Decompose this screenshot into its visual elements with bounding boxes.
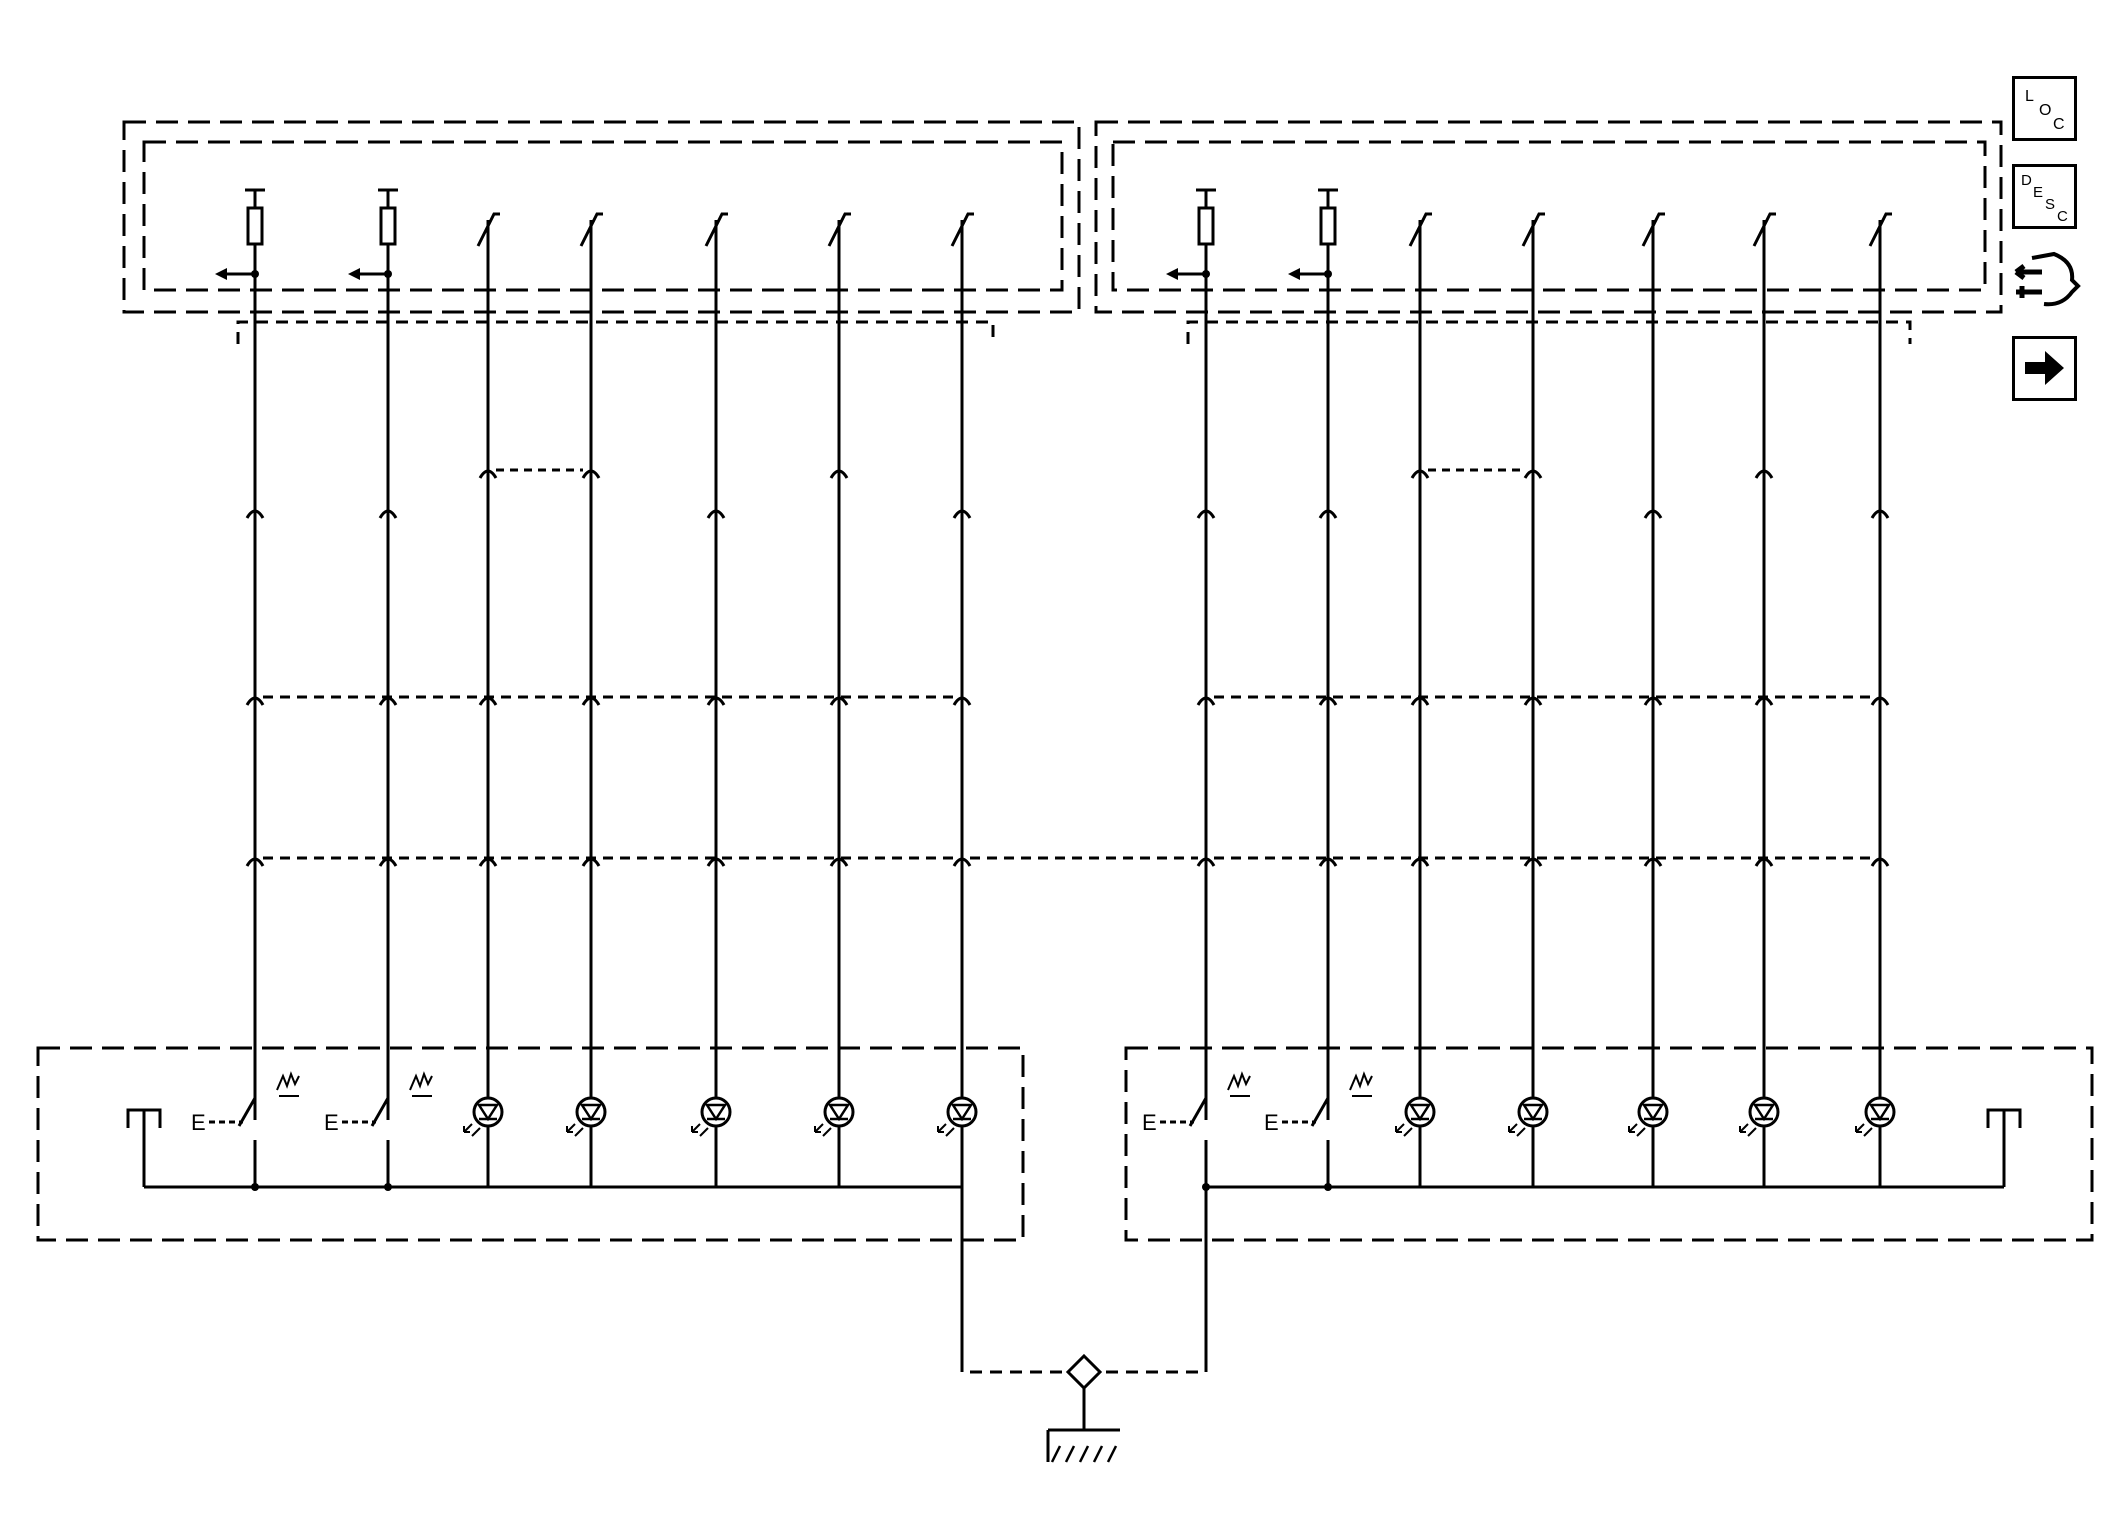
- passenger-x500-connector-c2: [1870, 696, 1890, 706]
- driver-x500-connector-c9: [706, 696, 726, 706]
- driver-x340-connector-c1: [829, 857, 849, 867]
- arrow-right-icon: [2025, 351, 2064, 385]
- passenger-indicator-lamp-c2: [1855, 1096, 1896, 1137]
- passenger-indicator-lamp-c9: [1628, 1096, 1669, 1137]
- passenger-switch-box: [1124, 1046, 2094, 1242]
- driver-indicator-lamp-c11: [463, 1096, 504, 1137]
- svg-text:E: E: [324, 1110, 339, 1135]
- ground-splice-diamond: [1065, 1353, 1103, 1391]
- passenger-x500-connector-c9: [1643, 696, 1663, 706]
- passenger-resistor-c7: [1197, 206, 1215, 246]
- passenger-seat-heat-icon-c7: [1227, 1071, 1251, 1097]
- passenger-mid-connector-c8: [1318, 509, 1338, 519]
- driver-mid-connector-c1: [829, 469, 849, 479]
- driver-mid-connector-c7: [245, 509, 265, 519]
- passenger-x340-connector-c7: [1196, 857, 1216, 867]
- driver-x340-connector-c7: [245, 857, 265, 867]
- driver-mid-connector-c2: [952, 509, 972, 519]
- svg-text:C: C: [2057, 208, 2068, 225]
- driver-mid-connector-c11: [478, 469, 498, 479]
- passenger-x500-connector-c10: [1523, 696, 1543, 706]
- driver-seat-heat-icon-c6: [409, 1071, 433, 1097]
- ddm-x4-connector: [236, 320, 995, 344]
- driver-mid-connector-c10: [581, 469, 601, 479]
- passenger-indicator-lamp-c10: [1508, 1096, 1549, 1137]
- desc-icon: D E S C: [2021, 172, 2068, 225]
- passenger-mid-connector-c2: [1870, 509, 1890, 519]
- svg-text:C: C: [2053, 116, 2065, 133]
- passenger-x500-connector-c7: [1196, 696, 1216, 706]
- loc-icon: L O C: [2025, 88, 2065, 133]
- svg-text:S: S: [2045, 196, 2055, 213]
- driver-indicator-lamp-c10: [566, 1096, 607, 1137]
- passenger-x500-connector-c8: [1318, 696, 1338, 706]
- passenger-resistor-c8: [1319, 206, 1337, 246]
- passenger-mid-connector-c1: [1754, 469, 1774, 479]
- connector-view-button[interactable]: [2012, 246, 2082, 316]
- next-page-button[interactable]: [2012, 336, 2077, 401]
- driver-x500-connector-c7: [245, 696, 265, 706]
- driver-seat-heat-icon-c7: [276, 1071, 300, 1097]
- driver-x340-connector-c2: [952, 857, 972, 867]
- driver-resistor-c6: [379, 206, 397, 246]
- pdm-inner-box: [1111, 140, 1987, 292]
- passenger-mid-connector-c9: [1643, 509, 1663, 519]
- driver-resistor-c7: [246, 206, 264, 246]
- svg-text:E: E: [2033, 184, 2043, 201]
- svg-text:D: D: [2021, 172, 2032, 189]
- desc-button[interactable]: D E S C: [2012, 164, 2077, 229]
- driver-indicator-lamp-c9: [691, 1096, 732, 1137]
- driver-x340-connector-c9: [706, 857, 726, 867]
- connector-icon: [2014, 251, 2081, 307]
- driver-indicator-lamp-c2: [937, 1096, 978, 1137]
- passenger-mid-connector-c7: [1196, 509, 1216, 519]
- passenger-indicator-lamp-c11: [1395, 1096, 1436, 1137]
- svg-text:E: E: [191, 1110, 206, 1135]
- svg-text:E: E: [1264, 1110, 1279, 1135]
- driver-indicator-lamp-c1: [814, 1096, 855, 1137]
- svg-text:L: L: [2025, 88, 2034, 105]
- driver-switch-box: [36, 1046, 1025, 1242]
- passenger-mid-connector-c10: [1523, 469, 1543, 479]
- driver-x500-connector-c2: [952, 696, 972, 706]
- driver-mid-connector-c9: [706, 509, 726, 519]
- passenger-x340-connector-c9: [1643, 857, 1663, 867]
- passenger-indicator-lamp-c1: [1739, 1096, 1780, 1137]
- driver-x500-connector-c1: [829, 696, 849, 706]
- svg-text:O: O: [2039, 102, 2051, 119]
- passenger-mid-connector-c11: [1410, 469, 1430, 479]
- loc-button[interactable]: L O C: [2012, 76, 2077, 141]
- passenger-seat-heat-icon-c8: [1349, 1071, 1373, 1097]
- pdm-outer-box: [1094, 120, 2003, 314]
- ddm-inner-box: [142, 140, 1064, 292]
- passenger-x340-connector-c2: [1870, 857, 1890, 867]
- pdm-x4-connector: [1186, 320, 1912, 344]
- passenger-x340-connector-c10: [1523, 857, 1543, 867]
- ddm-outer-box: [122, 120, 1081, 314]
- passenger-x340-connector-c8: [1318, 857, 1338, 867]
- svg-text:E: E: [1142, 1110, 1157, 1135]
- driver-mid-connector-c6: [378, 509, 398, 519]
